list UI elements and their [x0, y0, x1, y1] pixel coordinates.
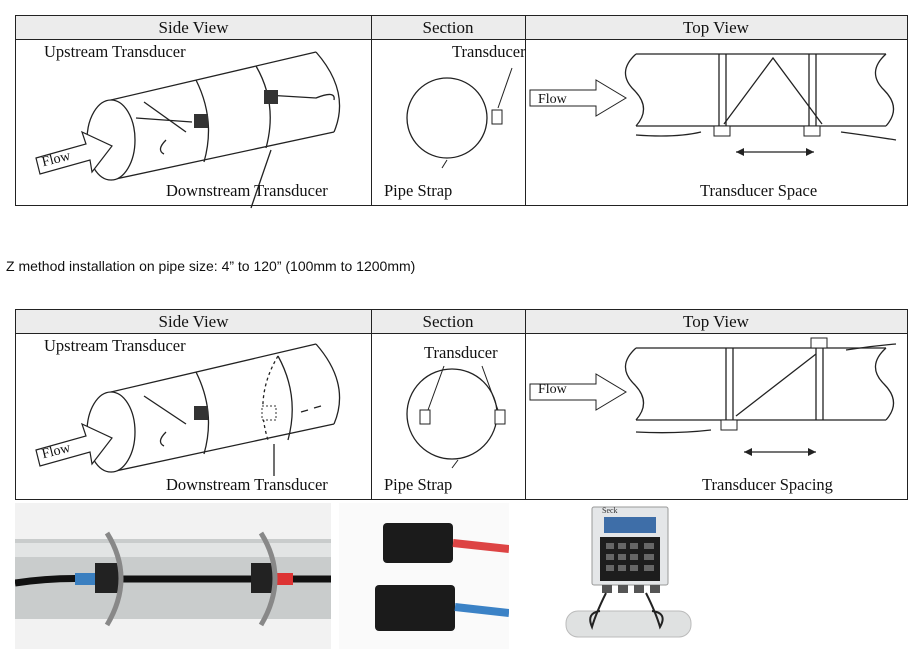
- header-section: Section: [371, 310, 525, 334]
- header-top-view: Top View: [525, 16, 907, 40]
- transducer-space-label: Transducer Space: [700, 181, 818, 200]
- top-view-cell: Flow Transducer Space: [526, 40, 907, 205]
- downstream-transducer-label: Downstream Transducer: [166, 475, 328, 494]
- transducer-icon: [375, 585, 509, 631]
- meter-brand: Seck: [602, 506, 618, 515]
- upstream-transducer-label: Upstream Transducer: [44, 336, 186, 355]
- photo-pipe-installation: [15, 503, 331, 649]
- transducer-icon: [491, 109, 503, 125]
- pipe-strap-label: Pipe Strap: [384, 181, 453, 200]
- z-method-caption: Z method installation on pipe size: 4” t…: [6, 258, 416, 274]
- header-section: Section: [371, 16, 525, 40]
- diagram-z-method: Side View Section Top View Upstream Tran…: [15, 309, 908, 500]
- section-cell: Transducer Pipe Strap: [372, 334, 525, 499]
- transducer-clamp-icon: [95, 531, 124, 627]
- photo-transducers: [339, 503, 509, 649]
- flow-arrow-icon: [529, 373, 627, 411]
- section-cell: Transducer Pipe Strap: [372, 40, 526, 205]
- transducer-icon: [494, 409, 506, 425]
- photo-flow-meter: Seck: [556, 503, 696, 649]
- flow-label: Flow: [538, 382, 567, 397]
- upstream-transducer-icon: [720, 419, 738, 431]
- side-view-drawing: [35, 51, 341, 209]
- pipe-strap-label: Pipe Strap: [384, 475, 453, 494]
- transducer-icon: [383, 523, 509, 563]
- section-drawing: [406, 365, 506, 469]
- top-view-drawing: [529, 53, 897, 156]
- transducer-icon: [419, 409, 431, 425]
- downstream-transducer-icon: [264, 90, 278, 104]
- transducer-label: Transducer: [424, 343, 498, 362]
- section-drawing: [406, 67, 513, 169]
- upstream-transducer-icon: [713, 125, 731, 137]
- divider: [525, 16, 526, 205]
- side-view-cell: Upstream Transducer Flow Downstream Tran…: [16, 334, 371, 499]
- header-side-view: Side View: [16, 16, 371, 40]
- side-view-drawing: [35, 343, 341, 476]
- flow-arrow-icon: [35, 130, 113, 175]
- transducer-spacing-label: Transducer Spacing: [702, 475, 833, 494]
- transducer-clamp-icon: [251, 531, 278, 627]
- downstream-transducer-icon: [810, 337, 828, 349]
- divider: [371, 16, 372, 205]
- transducer-label: Transducer: [452, 42, 526, 61]
- upstream-transducer-icon: [194, 406, 208, 420]
- header-top-view: Top View: [525, 310, 907, 334]
- downstream-transducer-icon: [261, 405, 277, 421]
- flow-arrow-icon: [35, 422, 113, 467]
- upstream-transducer-label: Upstream Transducer: [44, 42, 186, 61]
- downstream-transducer-label: Downstream Transducer: [166, 181, 328, 200]
- meter-display: [604, 517, 656, 533]
- top-view-drawing: [529, 337, 897, 456]
- flow-label: Flow: [538, 92, 567, 107]
- header-side-view: Side View: [16, 310, 371, 334]
- downstream-transducer-icon: [803, 125, 821, 137]
- divider: [371, 310, 372, 499]
- side-view-cell: Upstream Transducer Flow Downstream Tran…: [16, 40, 371, 209]
- diagram-v-method: Side View Section Top View Upstream Tran…: [15, 15, 908, 209]
- flow-arrow-icon: [529, 79, 627, 117]
- top-view-cell: Flow Transducer Spacing: [526, 334, 907, 499]
- upstream-transducer-icon: [194, 114, 208, 128]
- divider: [525, 310, 526, 499]
